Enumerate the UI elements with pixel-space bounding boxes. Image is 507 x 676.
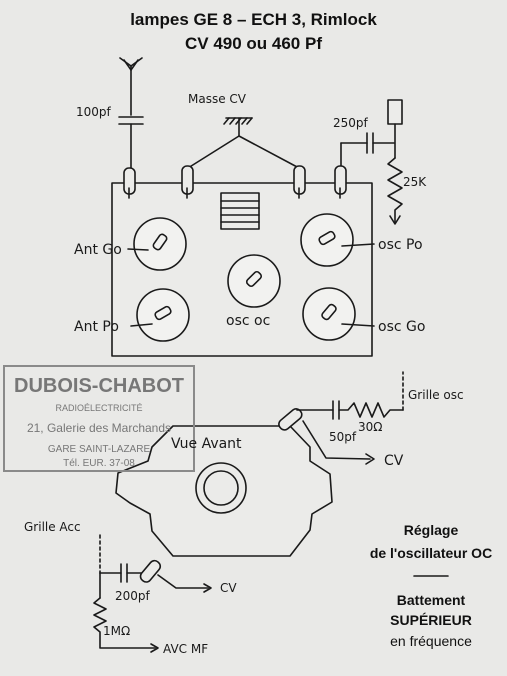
antenna-symbol xyxy=(119,57,143,116)
label-osc-oc: osc oc xyxy=(226,313,270,329)
label-ant-go: Ant Go xyxy=(74,242,122,258)
dealer-stamp: DUBOIS-CHABOT RADIOÉLECTRICITÉ 21, Galer… xyxy=(3,365,195,472)
tube-socket xyxy=(195,462,247,514)
lug-cv-right xyxy=(293,165,306,199)
leader-osc-go xyxy=(341,323,375,327)
lug-left xyxy=(123,167,136,199)
leader-ant-go xyxy=(127,248,149,251)
note-battement: Battement xyxy=(397,592,466,608)
core-ant-po xyxy=(136,288,190,342)
title-line-1: lampes GE 8 – ECH 3, Rimlock xyxy=(130,10,377,29)
cv-wiring xyxy=(187,135,300,169)
coil-block xyxy=(220,192,260,230)
ground-symbol xyxy=(223,117,253,137)
label-100pf: 100pf xyxy=(76,105,112,119)
label-cv-right: CV xyxy=(384,453,404,469)
label-cv-bottom: CV xyxy=(220,581,237,595)
core-osc-go xyxy=(302,287,356,341)
label-50pf: 50pf xyxy=(329,430,357,444)
core-osc-oc xyxy=(227,254,281,308)
core-osc-po xyxy=(300,213,354,267)
core-ant-go xyxy=(133,217,187,271)
grille-acc-network xyxy=(93,534,212,653)
label-avc-mf: AVC MF xyxy=(163,642,208,656)
capacitor-100pf xyxy=(118,116,144,169)
label-masse-cv: Masse CV xyxy=(188,92,247,106)
label-ant-po: Ant Po xyxy=(74,319,119,335)
resistor-25k xyxy=(387,157,403,225)
title-line-2: CV 490 ou 460 Pf xyxy=(184,34,322,53)
lug-cv-left xyxy=(181,165,194,199)
note-superieur: SUPÉRIEUR xyxy=(390,612,472,628)
stamp-line2: RADIOÉLECTRICITÉ xyxy=(55,403,142,413)
note-reglage: Réglage xyxy=(404,522,459,538)
label-osc-go: osc Go xyxy=(378,319,425,335)
stamp-line4: GARE SAINT-LAZARE xyxy=(48,444,151,455)
label-grille-osc: Grille osc xyxy=(408,388,464,402)
grille-osc-lug xyxy=(278,408,303,431)
stamp-line5: Tél. EUR. 37-08 xyxy=(63,458,135,469)
label-30-ohm: 30Ω xyxy=(358,420,382,434)
note-frequence: en fréquence xyxy=(390,633,472,649)
label-osc-po: osc Po xyxy=(378,237,423,253)
label-250pf: 250pf xyxy=(333,116,369,130)
note-oscillateur: de l'oscillateur OC xyxy=(370,545,492,561)
label-1m-ohm: 1MΩ xyxy=(103,624,130,638)
stamp-name: DUBOIS-CHABOT xyxy=(14,375,184,397)
label-25k: 25K xyxy=(403,175,427,189)
stamp-line3: 21, Galerie des Marchands xyxy=(27,421,171,435)
leader-osc-po xyxy=(341,243,375,247)
lug-right xyxy=(334,165,347,199)
capacitor-250pf xyxy=(340,132,395,167)
label-grille-acc: Grille Acc xyxy=(24,520,81,534)
label-vue-avant: Vue Avant xyxy=(171,436,242,452)
label-200pf: 200pf xyxy=(115,589,151,603)
coil-terminal-box xyxy=(387,99,403,159)
grille-osc-network xyxy=(296,371,404,465)
leader-ant-po xyxy=(130,323,153,327)
